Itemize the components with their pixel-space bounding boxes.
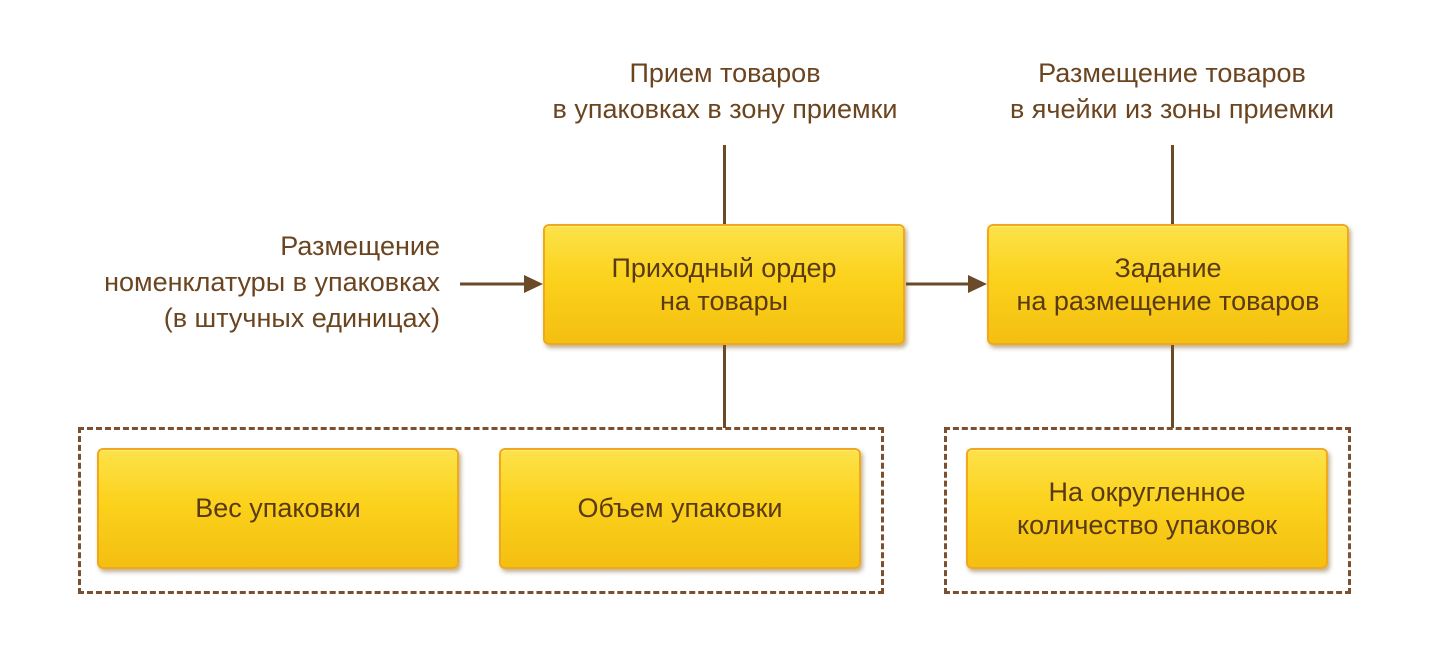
label-line: в упаковках в зону приемки [552, 94, 898, 124]
label-line: в ячейки из зоны приемки [1009, 94, 1335, 124]
box-label-line: на товары [660, 285, 788, 316]
box-package-volume: Объем упаковки [499, 448, 861, 569]
box-label-line: Задание [1114, 252, 1222, 283]
label-receive-goods: Прием товаров в упаковках в зону приемки [525, 55, 925, 127]
connector-receive-top [723, 145, 726, 224]
arrow-input-to-receipt [460, 275, 543, 293]
label-line: (в штучных единицах) [163, 303, 440, 333]
box-rounded-quantity: На округленное количество упаковок [966, 448, 1328, 569]
label-line: Размещение [280, 231, 440, 261]
box-package-weight: Вес упаковки [97, 448, 459, 569]
box-label-line: Вес упаковки [195, 493, 361, 523]
connector-place-top [1171, 145, 1174, 224]
label-line: Прием товаров [629, 58, 821, 88]
group-rounding [944, 427, 1351, 594]
box-label-line: количество упаковок [1016, 509, 1278, 540]
arrow-receipt-to-task [906, 275, 987, 293]
box-label-line: Приходный ордер [611, 252, 837, 283]
label-line: Размещение товаров [1038, 58, 1306, 88]
box-label-line: на размещение товаров [1016, 285, 1320, 316]
box-label-line: На округленное [1048, 476, 1246, 507]
group-package-params [78, 427, 884, 594]
label-place-goods: Размещение товаров в ячейки из зоны прие… [972, 55, 1372, 127]
box-placement-task: Задание на размещение товаров [987, 224, 1349, 345]
box-label-line: Объем упаковки [577, 493, 783, 523]
connector-receipt-bottom [723, 345, 726, 428]
connector-task-bottom [1171, 345, 1174, 428]
label-line: номенклатуры в упаковках [104, 267, 440, 297]
label-nomenclature-placement: Размещение номенклатуры в упаковках (в ш… [20, 228, 440, 336]
box-receipt-order: Приходный ордер на товары [543, 224, 905, 345]
